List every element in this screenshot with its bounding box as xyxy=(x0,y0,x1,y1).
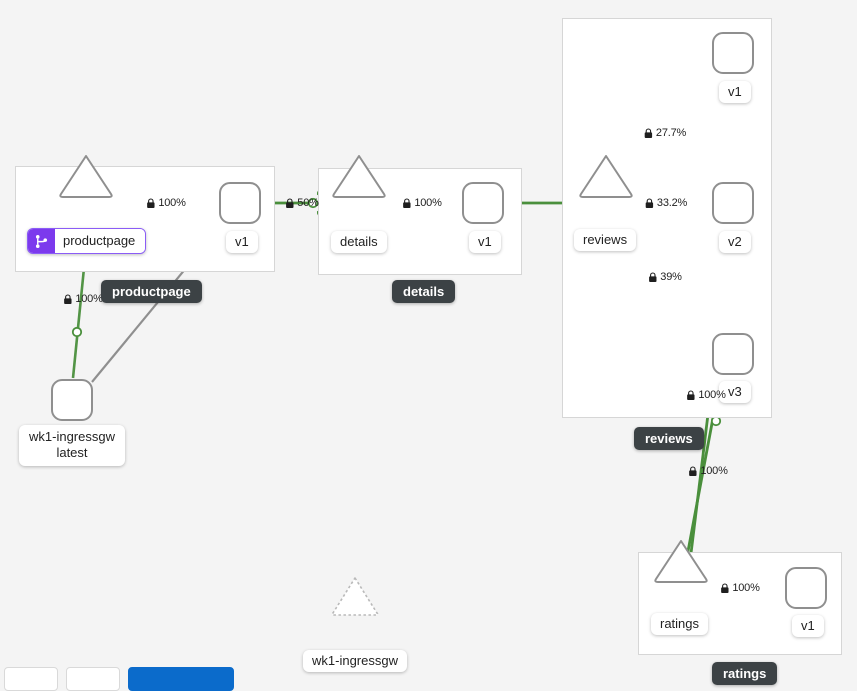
service-triangle-icon xyxy=(579,155,633,198)
ingressgw-workload-version: latest xyxy=(56,445,88,461)
lock-icon xyxy=(63,293,72,305)
ingressgw-workload-name: wk1-ingressgw xyxy=(29,429,115,444)
cluster-badge-productpage[interactable]: productpage xyxy=(101,280,202,303)
zoom-control-chip[interactable] xyxy=(4,667,58,691)
node-details-v1[interactable] xyxy=(462,182,504,224)
node-label-productpage-text: productpage xyxy=(55,229,146,254)
edge-label-reviews-to-v1: 27.7% xyxy=(644,127,686,139)
edge-label-details-internal: 100% xyxy=(402,197,442,209)
service-triangle-icon xyxy=(332,155,386,198)
node-label-details-v1[interactable]: v1 xyxy=(469,231,501,254)
node-reviews-v1[interactable] xyxy=(712,32,754,74)
lock-icon xyxy=(402,197,411,209)
node-label-productpage[interactable]: productpage xyxy=(27,228,147,255)
lock-icon xyxy=(686,389,695,401)
node-ratings-v1[interactable] xyxy=(785,567,827,609)
node-productpage-v1[interactable] xyxy=(219,182,261,224)
edge-label-ratings-internal: 100% xyxy=(720,582,760,594)
node-label-productpage-v1[interactable]: v1 xyxy=(226,231,258,254)
lock-icon xyxy=(688,465,697,477)
node-label-ratings[interactable]: ratings xyxy=(651,613,709,636)
edge-label-productpage-internal: 100% xyxy=(146,197,186,209)
cluster-badge-details[interactable]: details xyxy=(392,280,456,303)
node-label-ratings-v1[interactable]: v1 xyxy=(792,615,824,638)
node-label-ingressgw-service[interactable]: wk1-ingressgw xyxy=(303,650,407,673)
lock-icon xyxy=(648,271,657,283)
service-triangle-icon xyxy=(654,540,708,583)
lock-icon xyxy=(146,197,155,209)
lock-icon xyxy=(645,197,654,209)
edge-label-reviews-v3-to-ratings-upper: 100% xyxy=(686,389,726,401)
graph-toolbar[interactable] xyxy=(0,665,234,691)
node-label-reviews-v2[interactable]: v2 xyxy=(719,231,751,254)
node-label-ingressgw-workload[interactable]: wk1-ingressgw latest xyxy=(19,425,125,466)
node-label-details[interactable]: details xyxy=(331,231,387,254)
cluster-badge-reviews[interactable]: reviews xyxy=(634,427,704,450)
legend-toggle-chip[interactable] xyxy=(66,667,120,691)
service-triangle-icon xyxy=(59,155,113,198)
edge-label-reviews-to-v3: 39% xyxy=(648,271,682,283)
node-label-reviews-v3[interactable]: v3 xyxy=(719,381,751,404)
node-reviews-v2[interactable] xyxy=(712,182,754,224)
node-label-reviews[interactable]: reviews xyxy=(574,229,637,252)
service-triangle-icon xyxy=(331,577,379,616)
primary-action-button[interactable] xyxy=(128,667,234,691)
node-reviews-v3[interactable] xyxy=(712,333,754,375)
node-label-reviews-v1[interactable]: v1 xyxy=(719,81,751,104)
cluster-badge-ratings[interactable]: ratings xyxy=(712,662,778,685)
lock-icon xyxy=(285,197,294,209)
edge-label-gw-to-productpage: 100% xyxy=(63,293,103,305)
lock-icon xyxy=(644,127,653,139)
edge-label-to-ratings: 100% xyxy=(688,465,728,477)
lock-icon xyxy=(720,582,729,594)
edge-label-productpage-to-details: 50% xyxy=(285,197,319,209)
edge-label-reviews-to-v2: 33.2% xyxy=(645,197,687,209)
traffic-shift-icon xyxy=(28,229,55,254)
node-ingressgw-workload[interactable] xyxy=(51,379,93,421)
